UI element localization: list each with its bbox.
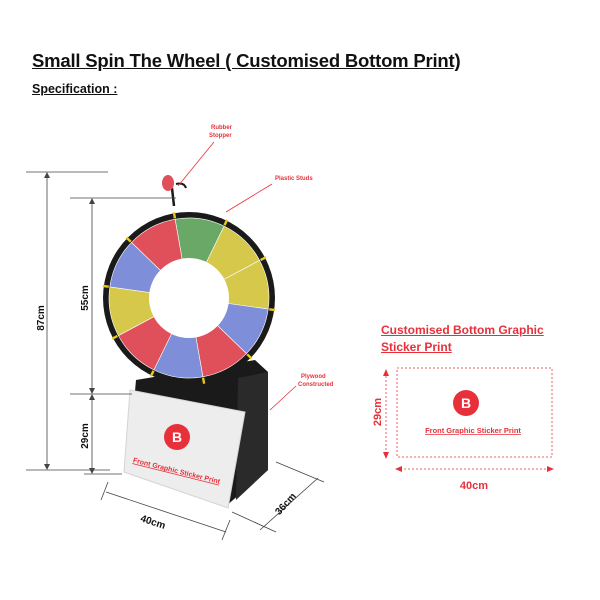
front-panel-badge: B	[172, 429, 182, 445]
base-width-label: 40cm	[139, 513, 167, 531]
wheel-studs	[102, 212, 276, 384]
bottom-print-badge-circle	[453, 390, 479, 416]
wheel-stud	[259, 256, 267, 262]
bottom-print-heading: Customised Bottom Graphic Sticker Print	[381, 323, 544, 354]
plastic-studs-leader	[225, 183, 273, 213]
bottom-print-box	[396, 367, 553, 458]
base-depth-label: 36cm	[273, 491, 298, 517]
wheel-stud	[111, 334, 119, 340]
wheel-stud	[223, 219, 229, 226]
wheel-height-dimension	[70, 197, 176, 395]
wheel-stud	[125, 236, 132, 243]
wheel-stud	[172, 212, 177, 219]
wheel-center-hole	[149, 258, 229, 338]
rubber-stopper-leader	[177, 141, 215, 187]
wheel-stud	[201, 377, 206, 384]
base-height-dimension	[84, 394, 122, 475]
base-width-dimension	[100, 481, 231, 541]
wheel-height-label: 55cm	[80, 285, 91, 311]
base-height-label: 29cm	[80, 423, 91, 449]
bottom-print-height-label: 29cm	[372, 398, 384, 426]
front-panel-badge-circle	[164, 424, 190, 450]
wheel-stud	[149, 370, 155, 377]
bottom-print-badge: B	[461, 395, 471, 411]
base-stand-side	[236, 372, 268, 500]
rubber-stopper-label-2: Stopper	[209, 133, 232, 139]
bottom-print-width-label: 40cm	[460, 480, 488, 492]
front-panel	[123, 389, 246, 509]
page-title: Small Spin The Wheel ( Customised Bottom…	[32, 50, 461, 71]
wheel-stud	[269, 308, 276, 312]
plywood-label-1: Plywood	[301, 374, 326, 380]
total-height-dimension	[26, 171, 110, 471]
rubber-stopper	[162, 175, 187, 207]
specification-heading: Specification :	[32, 82, 118, 96]
plywood-leader	[269, 385, 297, 411]
base-depth-dimension	[231, 461, 325, 533]
plastic-studs-label: Plastic Studs	[275, 176, 313, 182]
wheel-stud	[246, 353, 253, 360]
plywood-label-2: Constructed	[298, 382, 334, 388]
wheel-stud	[102, 284, 109, 288]
total-height-label: 87cm	[36, 305, 47, 331]
rubber-stopper-label-1: Rubber	[211, 125, 233, 131]
bottom-print-label: Front Graphic Sticker Print	[425, 426, 521, 435]
